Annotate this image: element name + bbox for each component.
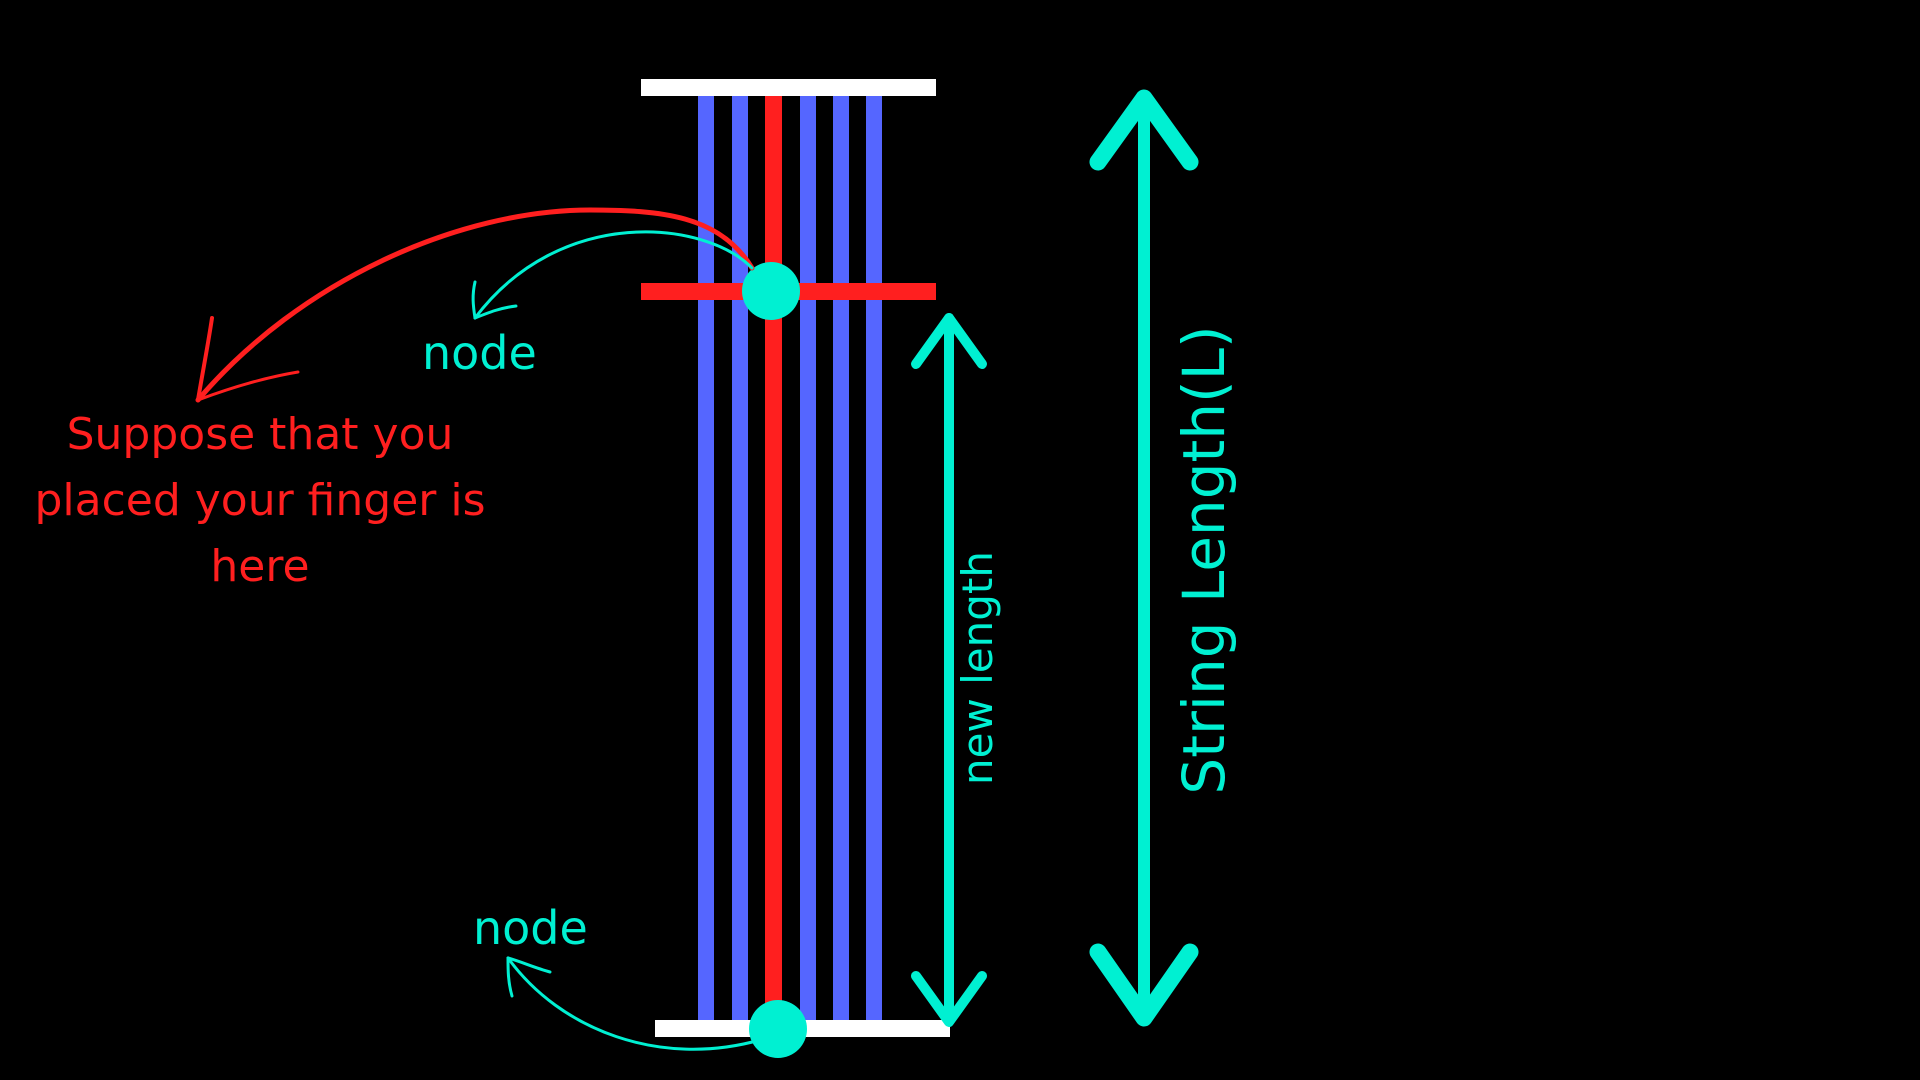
new-length-label: new length xyxy=(953,550,1002,786)
finger-arrow-head-2 xyxy=(196,370,300,402)
string-length-arrow-head-top xyxy=(1089,89,1199,171)
string-length-arrow xyxy=(1089,89,1199,1027)
string-length-arrow-head-bottom xyxy=(1089,943,1199,1027)
string-6 xyxy=(866,95,882,1025)
node-marker-bottom xyxy=(749,1000,807,1058)
node-bottom-arrow-shaft xyxy=(506,956,762,1051)
finger-arrow-head-1 xyxy=(196,316,214,402)
finger-arrow-shaft xyxy=(195,207,755,403)
string-2 xyxy=(732,95,748,1025)
finger-position-note: Suppose that you placed your finger is h… xyxy=(34,409,486,592)
node-top-arrow-head-1 xyxy=(471,280,477,320)
node-bottom-pointer-arrow xyxy=(506,956,762,1051)
node-top-label: node xyxy=(422,326,537,380)
node-marker-top xyxy=(742,262,800,320)
new-length-arrow xyxy=(911,313,987,1027)
string-5 xyxy=(833,95,849,1025)
played-string xyxy=(765,95,782,1030)
node-bottom-arrow-head-1 xyxy=(506,956,514,998)
node-top-arrow-shaft xyxy=(473,230,754,320)
string-length-label: String Length(L) xyxy=(1170,325,1238,795)
strings-group xyxy=(698,95,882,1030)
node-bottom-arrow-head-2 xyxy=(506,956,552,974)
string-1 xyxy=(698,95,714,1025)
top-nut-bar xyxy=(641,79,936,96)
node-bottom-label: node xyxy=(473,901,588,955)
new-length-arrow-head-bottom xyxy=(911,971,987,1027)
finger-pointer-arrow xyxy=(195,207,755,403)
node-top-arrow-head-2 xyxy=(473,304,518,320)
node-top-pointer-arrow xyxy=(471,230,754,320)
string-4 xyxy=(800,95,816,1025)
new-length-arrow-head-top xyxy=(911,313,987,369)
